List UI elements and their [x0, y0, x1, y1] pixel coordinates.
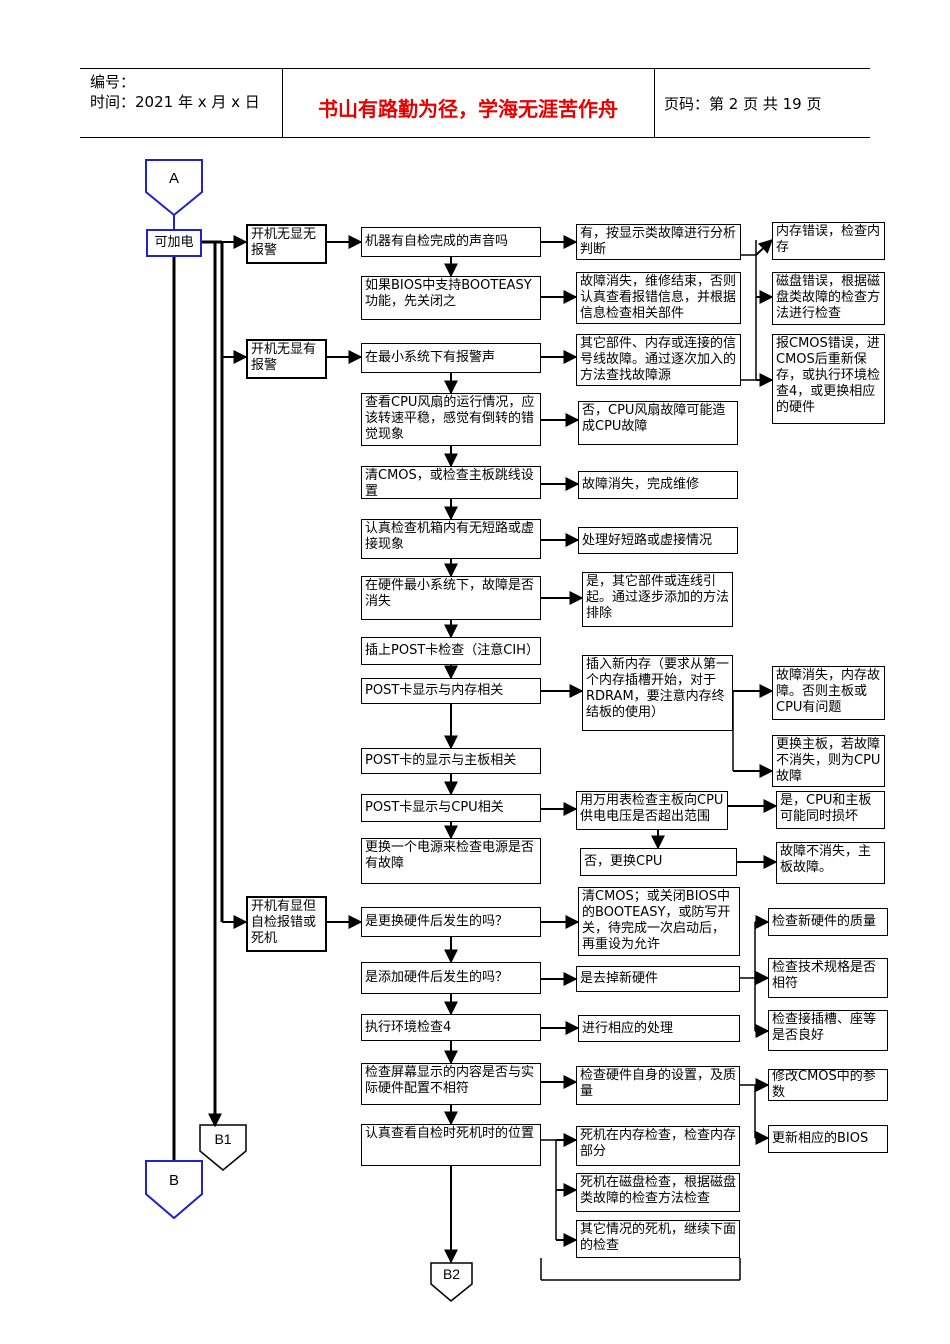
header-divider: [282, 69, 283, 137]
terminal-b-shape: [145, 1160, 203, 1220]
outcome-motherboard-fault: 故障不消失，主板故障。: [776, 842, 885, 884]
step-disable-booteasy: 如果BIOS中支持BOOTEASY功能，先关闭之: [361, 276, 541, 320]
result-display-fault: 有，按显示类故障进行分析判断: [576, 224, 741, 260]
outcome-memory-fault: 故障消失，内存故障。否则主板或CPU有问题: [772, 666, 885, 720]
outcome-check-sockets: 检查接插槽、座等是否良好: [768, 1010, 888, 1051]
result-handle-accordingly: 进行相应的处理: [578, 1015, 740, 1042]
branch-display-error-or-hang: 开机有显但自检报错或死机: [246, 896, 327, 952]
step-replace-power-supply: 更换一个电源来检查电源是否有故障: [361, 838, 541, 884]
result-hang-disk-check: 死机在磁盘检查，根据磁盘类故障的检查方法检查: [576, 1173, 740, 1212]
outcome-disk-error: 磁盘错误，根据磁盘类故障的检查方法进行检查: [772, 272, 885, 325]
result-measure-voltage: 用万用表检查主板向CPU供电电压是否超出范围: [576, 791, 728, 830]
terminal-b: B: [168, 1172, 179, 1189]
result-check-hardware-settings: 检查硬件自身的设置，及质量: [576, 1066, 740, 1105]
header-divider: [654, 69, 655, 137]
result-hang-other: 其它情况的死机，继续下面的检查: [576, 1220, 740, 1258]
step-clear-cmos: 清CMOS，或检查主板跳线设置: [361, 466, 541, 499]
result-cpu-fan-fault: 否，CPU风扇故障可能造成CPU故障: [578, 401, 738, 445]
outcome-replace-motherboard: 更换主板，若故障不消失，则为CPU故障: [772, 735, 885, 787]
number-label: 编号：: [90, 73, 136, 91]
terminal-b1: B1: [214, 1131, 232, 1147]
motto: 书山有路勤为径，学海无涯苦作舟: [318, 97, 618, 121]
terminal-a: A: [168, 170, 179, 187]
result-other-connections: 是，其它部件或连线引起。通过逐步添加的方法排除: [582, 572, 733, 627]
result-other-parts: 其它部件、内存或连接的信号线故障。通过逐次加入的方法查找故障源: [576, 334, 741, 386]
branch-no-display-no-alarm: 开机无显无报警: [246, 224, 327, 264]
outcome-check-hardware-quality: 检查新硬件的质量: [768, 908, 888, 936]
branch-no-display-alarm: 开机无显有报警: [246, 339, 327, 379]
terminal-b2: B2: [442, 1266, 461, 1282]
step-check-short-circuit: 认真检查机箱内有无短路或虚接现象: [361, 519, 541, 559]
step-minimal-system-alarm: 在最小系统下有报警声: [361, 343, 541, 373]
outcome-cmos-error: 报CMOS错误，进CMOS后重新保存，或执行环境检查4，或更换相应的硬件: [772, 334, 885, 424]
outcome-update-bios: 更新相应的BIOS: [768, 1125, 888, 1153]
outcome-modify-cmos: 修改CMOS中的参数: [768, 1069, 888, 1101]
result-replace-cpu: 否，更换CPU: [580, 848, 737, 876]
step-hang-position: 认真查看自检时死机时的位置: [361, 1124, 541, 1166]
step-hardware-minimal-system: 在硬件最小系统下，故障是否消失: [361, 576, 541, 620]
step-after-hardware-add: 是添加硬件后发生的吗？: [361, 962, 541, 994]
result-insert-memory: 插入新内存（要求从第一个内存插槽开始，对于RDRAM，要注意内存终结板的使用）: [582, 655, 733, 731]
result-remove-new-hardware: 是去掉新硬件: [576, 966, 740, 992]
result-fix-short: 处理好短路或虚接情况: [578, 527, 738, 554]
result-repair-done: 故障消失，完成维修: [578, 471, 738, 499]
page-header: 编号： 时间：2021 年 x 月 x 日 书山有路勤为径，学海无涯苦作舟 页码…: [80, 68, 870, 138]
start-power-on: 可加电: [146, 229, 202, 257]
result-clear-cmos-booteasy: 清CMOS；或关闭BIOS中的BOOTEASY，或防写开关，待完成一次启动后，再…: [578, 887, 740, 956]
result-hang-memory-check: 死机在内存检查，检查内存部分: [576, 1126, 740, 1166]
outcome-memory-error: 内存错误，检查内存: [772, 222, 885, 260]
outcome-cpu-and-board-damaged: 是，CPU和主板可能同时损坏: [776, 791, 885, 829]
step-post-memory: POST卡显示与内存相关: [361, 678, 541, 704]
outcome-check-specs: 检查技术规格是否相符: [768, 958, 888, 998]
terminal-a-shape: [145, 159, 203, 217]
step-check-cpu-fan: 查看CPU风扇的运行情况，应该转速平稳，感觉有倒转的错觉现象: [361, 393, 541, 446]
step-check-screen-config: 检查屏幕显示的内容是否与实际硬件配置不相符: [361, 1063, 541, 1105]
terminal-b1-shape: [199, 1124, 247, 1171]
step-post-motherboard: POST卡的显示与主板相关: [361, 748, 541, 774]
step-self-test-sound: 机器有自检完成的声音吗: [361, 227, 541, 257]
step-insert-post-card: 插上POST卡检查（注意CIH）: [361, 637, 541, 665]
terminal-b2-shape: [430, 1262, 473, 1302]
step-environment-check: 执行环境检查4: [361, 1014, 541, 1041]
step-post-cpu: POST卡显示与CPU相关: [361, 794, 541, 822]
result-fault-cleared-or-check: 故障消失，维修结束，否则认真查看报错信息，并根据信息检查相关部件: [576, 272, 741, 324]
page-info: 页码：第 2 页 共 19 页: [664, 95, 822, 113]
time-label: 时间：2021 年 x 月 x 日: [90, 93, 260, 111]
step-after-hardware-change: 是更换硬件后发生的吗？: [361, 907, 541, 937]
